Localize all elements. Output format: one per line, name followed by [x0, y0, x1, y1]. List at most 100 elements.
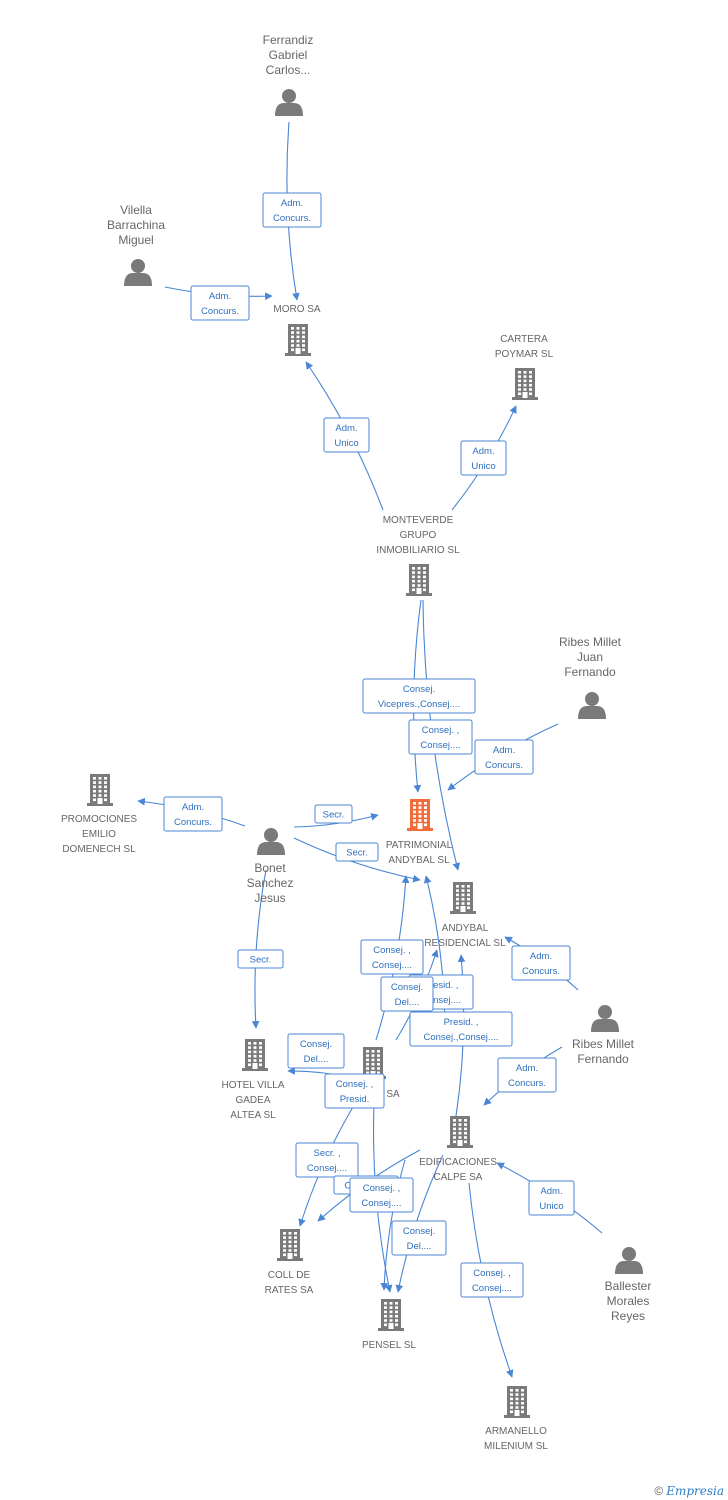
- edge-label[interactable]: Consej. ,Consej....: [408, 719, 473, 755]
- edge-label-text: Consej. ,: [363, 1183, 401, 1194]
- building-icon: [285, 324, 311, 356]
- company-node[interactable]: PENSEL SL: [362, 1299, 417, 1351]
- brand-watermark: ©Empresia: [654, 1484, 724, 1498]
- node-label: INMOBILIARIO SL: [376, 545, 460, 556]
- edge-label-text: Presid.: [340, 1094, 370, 1105]
- edge-label-text: Consej....: [421, 995, 461, 1006]
- edge-label-text: Adm.: [516, 1063, 538, 1074]
- edge-label[interactable]: Consej. ,Consej....: [360, 939, 424, 975]
- edge-label[interactable]: Consej.Del....: [391, 1220, 447, 1256]
- node-label: Gabriel: [269, 48, 308, 62]
- edge-label[interactable]: Adm.Unico: [460, 440, 507, 476]
- person-node[interactable]: FerrandizGabrielCarlos...: [263, 33, 314, 116]
- edge-label-box: [362, 678, 476, 714]
- edge-label[interactable]: Adm.Concurs.: [497, 1057, 557, 1093]
- building-icon: [512, 368, 538, 400]
- edge-label-box: [497, 1057, 557, 1093]
- relation-edge: [251, 869, 267, 1029]
- building-icon: [378, 1299, 404, 1331]
- edge-label-text: Consej....: [307, 1163, 347, 1174]
- node-label: Ballester: [605, 1279, 652, 1293]
- edge-label-text: Concurs.: [174, 817, 212, 828]
- edge-label[interactable]: Secr.: [314, 804, 353, 824]
- building-icon: [277, 1229, 303, 1261]
- person-icon: [257, 828, 285, 855]
- node-label: POYMAR SL: [495, 349, 554, 360]
- edge-label-text: Concurs.: [485, 760, 523, 771]
- person-icon: [124, 259, 152, 286]
- edge-label[interactable]: Adm.Concurs.: [190, 285, 250, 321]
- edge-label[interactable]: Adm.Unico: [323, 417, 370, 453]
- edge-label-box: [335, 842, 379, 862]
- edge-label-box: [314, 804, 353, 824]
- edge-label-text: Del....: [395, 997, 420, 1008]
- edge-label-box: [528, 1180, 575, 1216]
- edge-label[interactable]: Adm. Concurs.: [163, 796, 223, 832]
- edge-label[interactable]: Adm.Unico: [528, 1180, 575, 1216]
- edge-label-box: [409, 1011, 513, 1047]
- edge-label-box: [237, 949, 284, 969]
- edge-label-box: [262, 192, 322, 228]
- edge-label[interactable]: Adm. Concurs.: [474, 739, 534, 775]
- company-node[interactable]: MORO SA: [273, 304, 321, 356]
- edge-label-box: [163, 796, 223, 832]
- edge-label[interactable]: Secr.: [335, 842, 379, 862]
- edge-label-box: [511, 945, 571, 981]
- edge-label-text: Adm.: [493, 745, 515, 756]
- edge-label-text: Vicepres.,Consej....: [378, 699, 460, 710]
- edge-label[interactable]: Consej.Vicepres.,Consej....: [362, 678, 476, 714]
- edge-label[interactable]: Consej.Del....: [380, 976, 434, 1012]
- node-label: EMILIO: [82, 829, 116, 840]
- node-label: ARMANELLO: [485, 1426, 547, 1437]
- edge-label-text: Consej....: [420, 740, 460, 751]
- edge-label-text: Concurs.: [273, 213, 311, 224]
- node-label: COLL DE: [268, 1270, 311, 1281]
- edge-label[interactable]: Consej.Del....: [287, 1033, 345, 1069]
- edge-label-box: [380, 976, 434, 1012]
- edge-label[interactable]: Adm.Concurs.: [262, 192, 322, 228]
- edge-label-text: Adm.: [182, 802, 204, 813]
- node-label: Morales: [607, 1294, 650, 1308]
- edge-label[interactable]: Consej. , Consej....: [349, 1177, 414, 1213]
- edge-label[interactable]: Secr.: [237, 949, 284, 969]
- edge-label[interactable]: Adm.Concurs.: [511, 945, 571, 981]
- edge-label[interactable]: Consej. ,Consej....: [460, 1262, 524, 1298]
- edge-label-text: Consej....: [361, 1198, 401, 1209]
- edge-label-text: Adm.: [530, 951, 552, 962]
- building-icon: [406, 564, 432, 596]
- edge-label-text: Del....: [407, 1241, 432, 1252]
- copyright-symbol: ©: [654, 1484, 664, 1498]
- edge-label-text: Consej....: [372, 960, 412, 971]
- edge-label[interactable]: Secr. ,Consej....: [295, 1142, 359, 1178]
- edge-label[interactable]: Presid. ,Consej.,Consej....: [409, 1011, 513, 1047]
- node-label: Carlos...: [266, 63, 311, 77]
- node-label: Bonet: [254, 861, 286, 875]
- edge-label-box: [460, 440, 507, 476]
- edge-labels-layer: Adm.Concurs.Adm.Concurs.Adm.UnicoAdm.Uni…: [163, 192, 575, 1298]
- edge-label-text: Unico: [539, 1201, 563, 1212]
- person-icon: [578, 692, 606, 719]
- edge-label-text: Adm.: [335, 423, 357, 434]
- edge-label-text: Del....: [304, 1054, 329, 1065]
- company-node[interactable]: MONTEVERDE GRUPO INMOBILIARIO SL: [376, 515, 460, 596]
- node-label: MONTEVERDE: [383, 515, 454, 526]
- node-label: GRUPO: [400, 530, 437, 541]
- node-label: Vilella: [120, 203, 152, 217]
- edge-label[interactable]: Consej. ,Presid.: [324, 1073, 385, 1109]
- edge-label-box: [349, 1177, 414, 1213]
- building-icon: [407, 799, 433, 831]
- person-icon: [275, 89, 303, 116]
